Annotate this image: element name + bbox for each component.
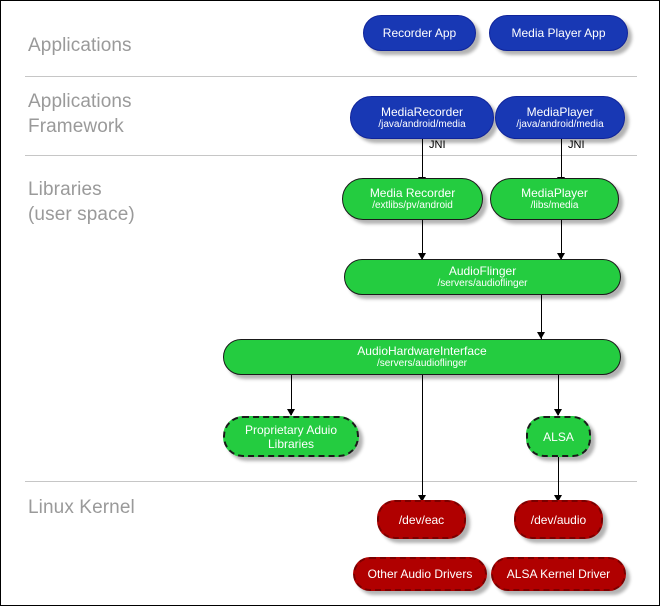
node-media-recorder-lib[interactable]: Media Recorder /extlibs/pv/android bbox=[342, 178, 483, 220]
divider-applications bbox=[25, 76, 637, 77]
node-title: Proprietary Aduio bbox=[244, 422, 338, 437]
arrowhead-ahi-to-alsa bbox=[554, 409, 562, 416]
arrowhead-audioflinger-to-audiohardwareinterface bbox=[537, 332, 545, 339]
divider-libraries bbox=[25, 481, 637, 482]
connector-mediaplayer-lib-to-audioflinger bbox=[561, 220, 562, 260]
connector-ahi-to-dev-eac bbox=[422, 375, 423, 500]
node-subtitle: /servers/audioflinger bbox=[437, 278, 528, 289]
arrowhead-ahi-to-dev-eac bbox=[418, 495, 426, 502]
arrowhead-media-recorder-to-audioflinger bbox=[418, 253, 426, 260]
node-dev-audio[interactable]: /dev/audio bbox=[514, 500, 603, 539]
layer-label-applications-framework: Applications Framework bbox=[28, 91, 132, 137]
node-title: /dev/eac bbox=[398, 512, 445, 527]
node-title: ALSA bbox=[543, 429, 574, 444]
connector-audioflinger-to-audiohardwareinterface bbox=[541, 295, 542, 339]
node-alsa-kernel-driver[interactable]: ALSA Kernel Driver bbox=[491, 557, 626, 591]
node-title: /dev/audio bbox=[530, 512, 587, 527]
node-title: ALSA Kernel Driver bbox=[506, 567, 611, 581]
node-subtitle: /java/android/media bbox=[516, 118, 604, 130]
arrowhead-mediaplayer-lib-to-audioflinger bbox=[557, 253, 565, 260]
node-title: AudioHardwareInterface bbox=[357, 344, 487, 358]
arrowhead-alsa-to-dev-audio bbox=[554, 495, 562, 502]
node-subtitle: /servers/audioflinger bbox=[376, 358, 468, 369]
node-audioflinger[interactable]: AudioFlinger /servers/audioflinger bbox=[344, 259, 621, 295]
connector-ahi-to-proprietary-libraries bbox=[291, 375, 292, 415]
node-title-line2: Libraries bbox=[267, 436, 315, 451]
connector-mediarecorder-to-lib bbox=[422, 139, 423, 183]
connector-media-recorder-to-audioflinger bbox=[422, 220, 423, 260]
layer-label-applications: Applications bbox=[28, 35, 132, 56]
connector-ahi-to-alsa bbox=[558, 375, 559, 415]
connector-label-jni-player: JNI bbox=[568, 139, 585, 151]
node-subtitle: /java/android/media bbox=[378, 118, 466, 130]
node-title: Recorder App bbox=[382, 26, 457, 40]
node-title: Media Recorder bbox=[369, 186, 456, 200]
connector-alsa-to-dev-audio bbox=[558, 457, 559, 501]
node-title: MediaRecorder bbox=[380, 104, 464, 119]
node-title: Media Player App bbox=[511, 26, 606, 40]
layer-label-libraries: Libraries (user space) bbox=[28, 179, 135, 225]
connector-mediaplayer-to-lib bbox=[561, 139, 562, 183]
node-title: MediaPlayer bbox=[526, 104, 594, 119]
node-other-audio-drivers[interactable]: Other Audio Drivers bbox=[353, 557, 487, 591]
node-dev-eac[interactable]: /dev/eac bbox=[377, 500, 466, 539]
node-title: AudioFlinger bbox=[448, 264, 517, 278]
node-subtitle: /extlibs/pv/android bbox=[372, 200, 453, 211]
node-mediaplayer-framework[interactable]: MediaPlayer /java/android/media bbox=[495, 96, 625, 139]
node-title: MediaPlayer bbox=[521, 186, 588, 200]
node-mediarecorder-framework[interactable]: MediaRecorder /java/android/media bbox=[350, 96, 494, 139]
connector-label-jni-recorder: JNI bbox=[429, 139, 446, 151]
node-recorder-app[interactable]: Recorder App bbox=[363, 15, 476, 51]
node-title: Other Audio Drivers bbox=[367, 567, 473, 581]
node-alsa[interactable]: ALSA bbox=[526, 416, 591, 457]
node-media-player-app[interactable]: Media Player App bbox=[489, 15, 628, 51]
arrowhead-ahi-to-proprietary-libraries bbox=[287, 409, 295, 416]
node-proprietary-audio-libraries[interactable]: Proprietary Aduio Libraries bbox=[223, 416, 359, 457]
layer-label-linux-kernel: Linux Kernel bbox=[28, 497, 135, 518]
node-audiohardwareinterface[interactable]: AudioHardwareInterface /servers/audiofli… bbox=[223, 339, 621, 375]
node-subtitle: /libs/media bbox=[530, 200, 579, 211]
node-mediaplayer-lib[interactable]: MediaPlayer /libs/media bbox=[490, 178, 619, 220]
divider-applications-framework bbox=[25, 155, 637, 156]
